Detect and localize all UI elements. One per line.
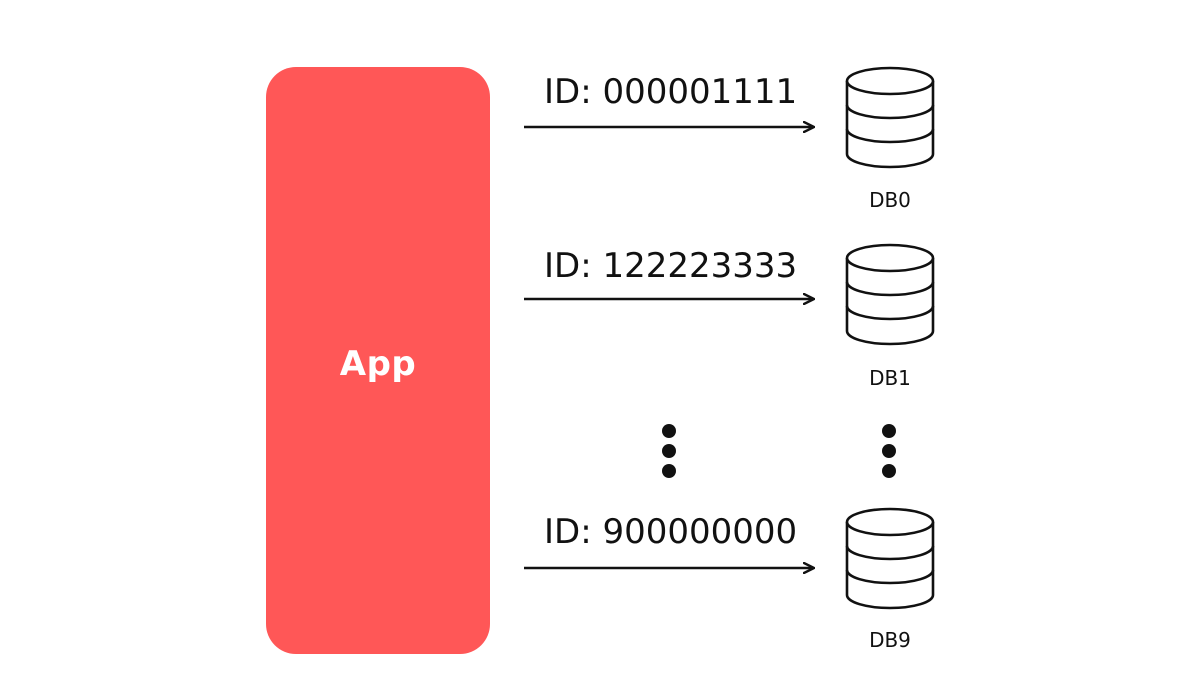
route-id-label-0: ID: 000001111 bbox=[544, 72, 798, 112]
db-label-1: DB1 bbox=[869, 366, 911, 390]
database-icon bbox=[845, 66, 935, 169]
app-box: App bbox=[266, 67, 490, 654]
app-label: App bbox=[339, 343, 417, 384]
database-icon bbox=[845, 243, 935, 346]
vertical-ellipsis-icon bbox=[662, 424, 676, 478]
vertical-ellipsis-icon bbox=[882, 424, 896, 478]
database-icon bbox=[845, 507, 935, 610]
route-id-label-1: ID: 122223333 bbox=[544, 246, 798, 286]
db-label-2: DB9 bbox=[869, 628, 911, 652]
route-id-label-2: ID: 900000000 bbox=[544, 512, 798, 552]
db-label-0: DB0 bbox=[869, 188, 911, 212]
